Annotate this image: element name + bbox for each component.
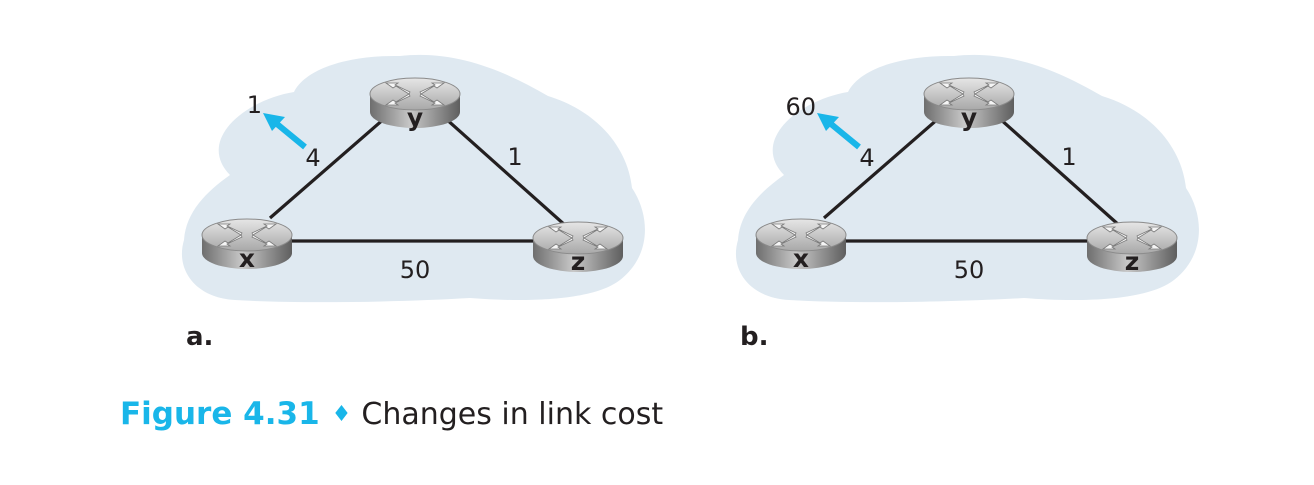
changed-cost-label: 1 (247, 91, 262, 119)
cost-change-arrow-icon (817, 113, 861, 150)
node-z-label: z (571, 247, 586, 276)
panel-b: y x z 4 1 50 60 b. (736, 55, 1199, 352)
link-cost-xy: 4 (305, 144, 320, 172)
link-cost-yz: 1 (507, 143, 522, 171)
figure-caption: Figure 4.31 ♦ Changes in link cost (120, 392, 663, 436)
link-cost-yz: 1 (1061, 143, 1076, 171)
diamond-icon: ♦ (331, 402, 352, 427)
cost-change-arrow-icon (263, 113, 307, 150)
figure-number: Figure 4.31 (120, 396, 320, 432)
node-z-label: z (1125, 247, 1140, 276)
node-x-label: x (239, 244, 255, 273)
link-cost-xz: 50 (400, 256, 431, 284)
link-cost-xy: 4 (859, 144, 874, 172)
node-y-label: y (407, 103, 423, 132)
panel-b-label: b. (740, 322, 769, 352)
figure-caption-text: Changes in link cost (361, 397, 664, 432)
link-cost-xz: 50 (954, 256, 985, 284)
panel-a: y x z 4 1 50 1 a. (182, 55, 645, 352)
node-x-label: x (793, 244, 809, 273)
changed-cost-label: 60 (785, 93, 816, 121)
node-y-label: y (961, 103, 977, 132)
panel-a-label: a. (186, 322, 213, 352)
